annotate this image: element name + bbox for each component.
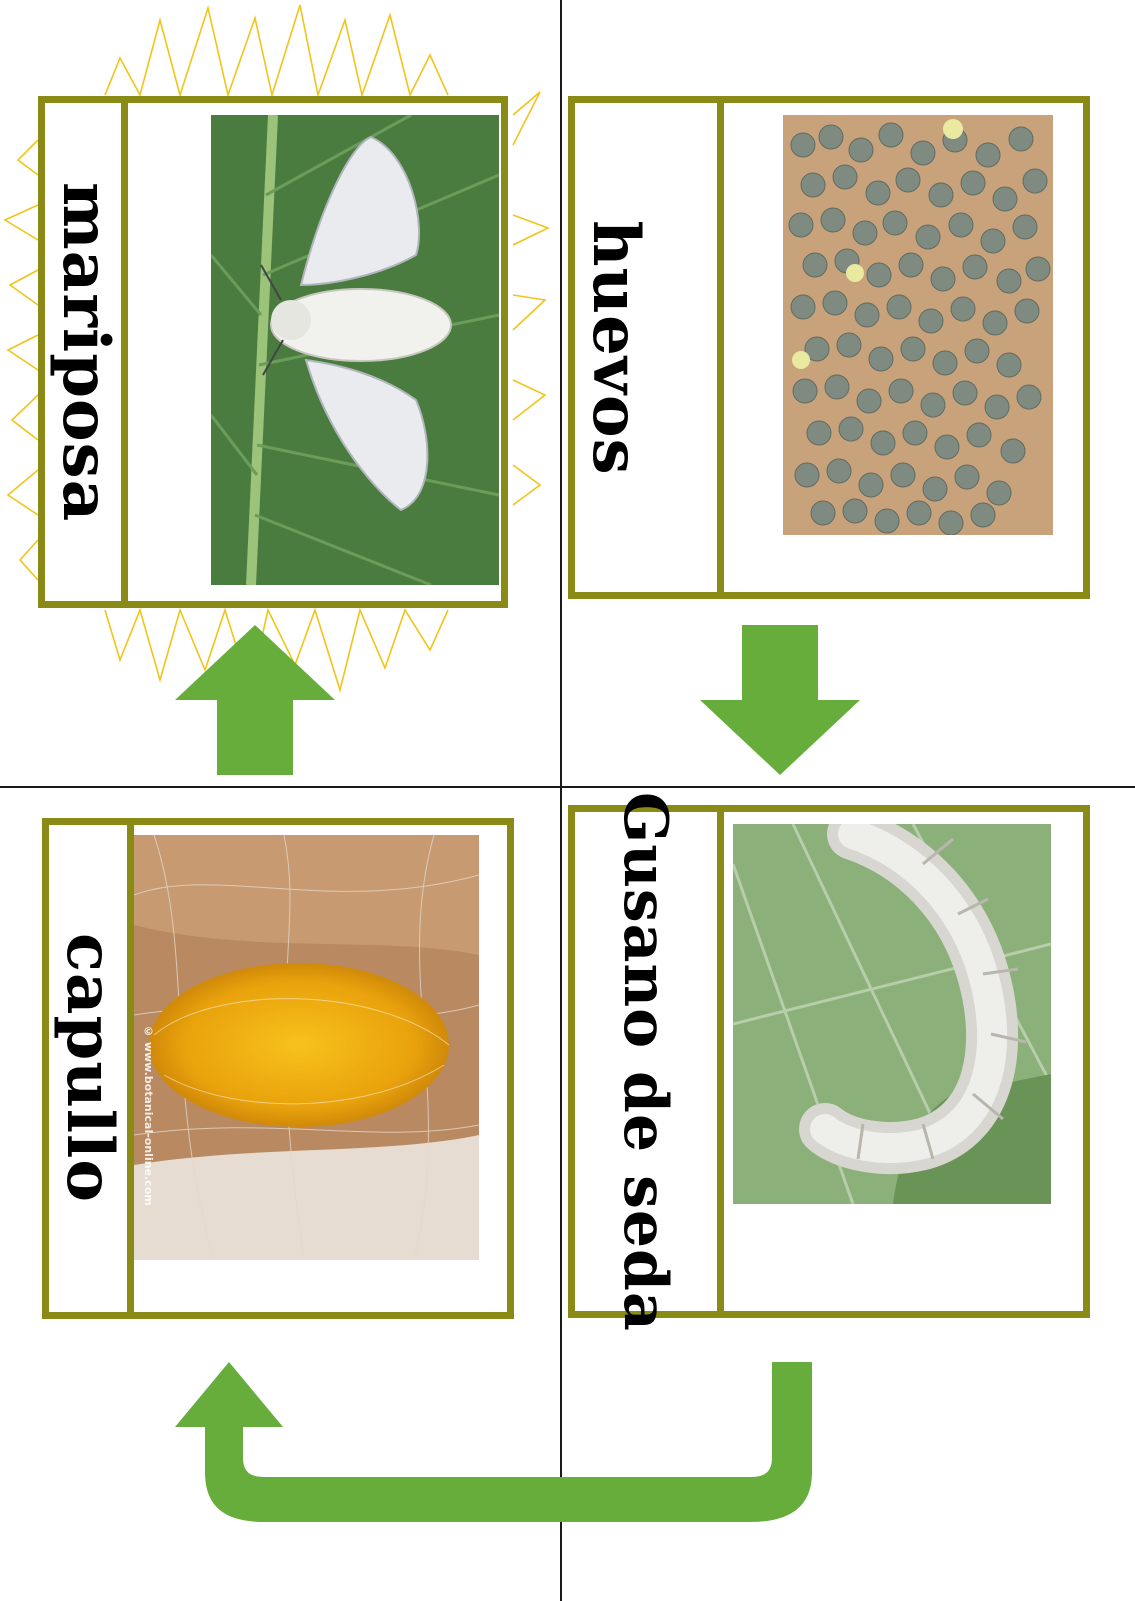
silkworm-photo <box>733 824 1051 1204</box>
eggs-photo <box>783 115 1053 535</box>
card-silkworm: Gusano de seda <box>568 805 1090 1318</box>
cocoon-label: capullo <box>57 933 121 1203</box>
card-divider <box>717 812 724 1311</box>
card-silkworm-label-area: Gusano de seda <box>575 812 715 1311</box>
card-divider <box>127 825 134 1312</box>
card-moth-label-area: mariposa <box>45 103 125 601</box>
moth-photo <box>211 115 499 585</box>
card-divider <box>121 103 128 601</box>
cocoon-photo-watermark: © www.botanical-online.com <box>142 1025 155 1206</box>
arrow-up-icon <box>175 625 335 775</box>
horizontal-divider-line <box>0 786 1135 788</box>
card-cocoon-label-area: capullo <box>49 825 129 1312</box>
card-divider <box>717 103 724 592</box>
arrow-down-icon <box>700 625 860 775</box>
silkworm-label: Gusano de seda <box>615 792 675 1332</box>
card-moth: mariposa <box>38 96 508 608</box>
card-eggs: huevos <box>568 96 1090 599</box>
curved-arrow-icon <box>175 1362 825 1527</box>
eggs-label: huevos <box>583 220 647 476</box>
cocoon-photo: © www.botanical-online.com <box>134 835 479 1260</box>
card-eggs-label-area: huevos <box>575 103 655 592</box>
moth-label: mariposa <box>53 182 117 522</box>
card-cocoon: capullo © www.botanical-online.com <box>42 818 514 1319</box>
vertical-divider-line <box>560 0 562 1601</box>
